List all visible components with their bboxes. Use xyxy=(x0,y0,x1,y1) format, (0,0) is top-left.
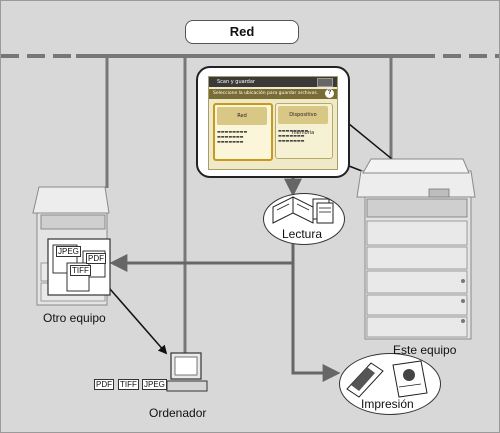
memory-device-button[interactable]: Dispositivo memoria ▬▬▬▬▬▬▬▬ ▬▬▬▬▬▬▬ ▬▬▬… xyxy=(275,103,333,159)
pc-file-jpeg: JPEG xyxy=(142,379,167,390)
touch-panel-screen: Scan y guardar Seleccione la ubicación p… xyxy=(208,76,338,170)
arrow-to-printing xyxy=(291,263,341,382)
file-badge-tiff: TIFF xyxy=(70,265,91,276)
arrow-device-computer xyxy=(101,280,168,355)
screen-subtitle: Seleccione la ubicación para guardar arc… xyxy=(209,89,337,99)
file-badge-jpeg: JPEG xyxy=(56,246,81,257)
pc-file-pdf: PDF xyxy=(94,379,114,390)
reading-label: Lectura xyxy=(282,227,323,241)
network-button-label: Red xyxy=(217,107,267,125)
close-button[interactable] xyxy=(317,78,333,87)
pc-file-tiff: TIFF xyxy=(118,379,139,390)
help-icon[interactable]: ? xyxy=(325,89,334,98)
printing-label: Impresión xyxy=(361,397,414,411)
this-device-label: Este equipo xyxy=(393,343,457,357)
network-button-desc: ▬▬▬▬▬▬▬▬ ▬▬▬▬▬▬▬ ▬▬▬▬▬▬▬ xyxy=(217,129,248,144)
network-button[interactable]: Red ▬▬▬▬▬▬▬▬ ▬▬▬▬▬▬▬ ▬▬▬▬▬▬▬ xyxy=(213,103,273,161)
screen-title: Scan y guardar xyxy=(209,77,337,87)
memory-device-button-label: Dispositivo memoria xyxy=(278,106,328,136)
file-badge-pdf: PDF xyxy=(86,253,106,264)
network-label: Red xyxy=(185,20,299,44)
other-device-label: Otro equipo xyxy=(43,311,106,325)
touch-panel-callout: Scan y guardar Seleccione la ubicación p… xyxy=(196,66,350,178)
computer-label: Ordenador xyxy=(149,406,207,420)
memory-device-button-desc: ▬▬▬▬▬▬▬▬ ▬▬▬▬▬▬▬ ▬▬▬▬▬▬▬ xyxy=(278,128,309,143)
